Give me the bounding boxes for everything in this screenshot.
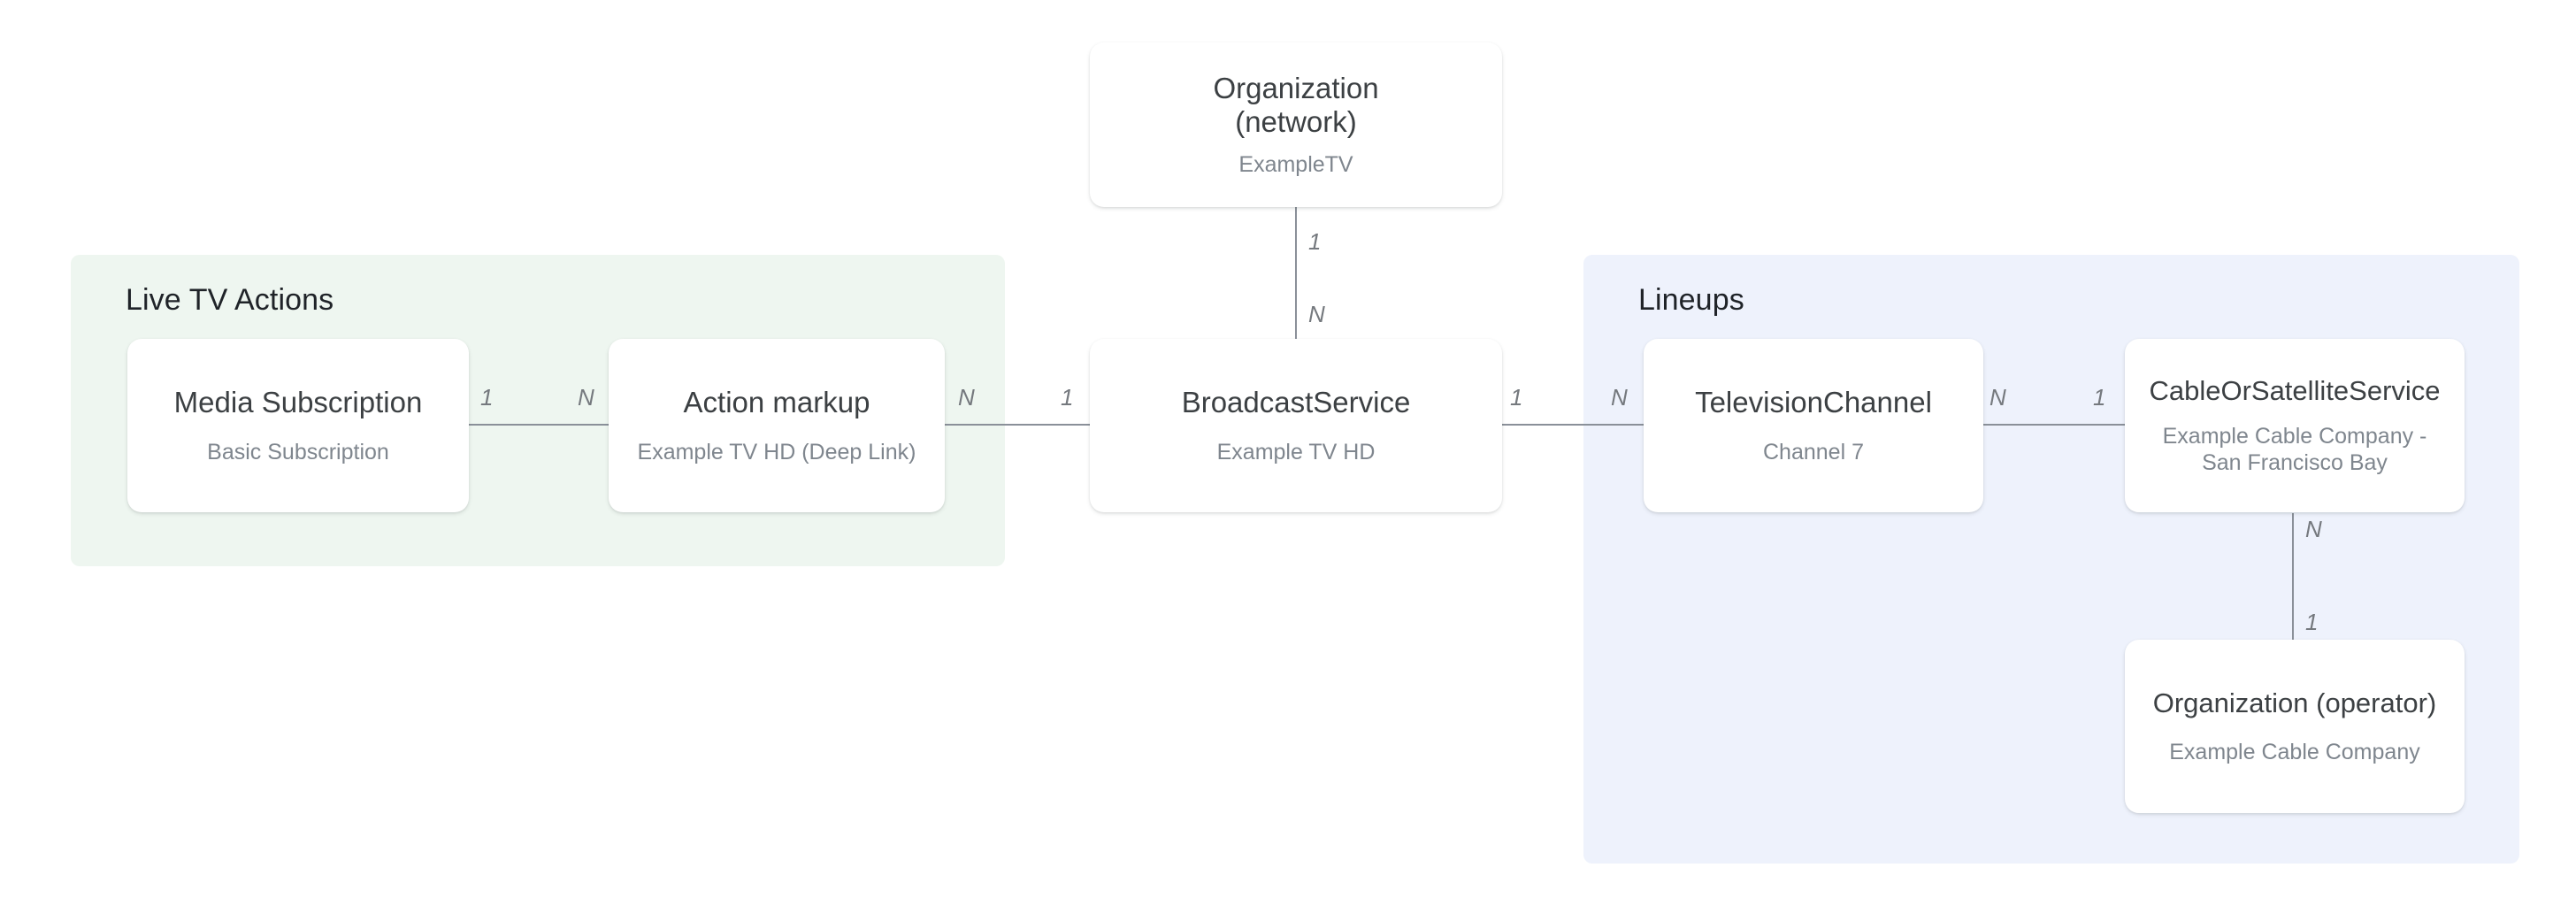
- node-card-television-channel[interactable]: TelevisionChannel Channel 7: [1644, 339, 1983, 512]
- node-title-cable-or-satellite-service: CableOrSatelliteService: [2149, 375, 2441, 407]
- node-title-organization-operator: Organization (operator): [2152, 687, 2437, 719]
- node-card-organization-network[interactable]: Organization (network) ExampleTV: [1090, 42, 1502, 207]
- node-card-action-markup[interactable]: Action markup Example TV HD (Deep Link): [609, 339, 945, 512]
- node-title-television-channel: TelevisionChannel: [1695, 385, 1932, 418]
- cardinality-broadcast-service-in-left: 1: [1061, 384, 1074, 411]
- edge-cable-or-satellite-service-organization-operator: [2292, 513, 2294, 641]
- cardinality-broadcast-service-out-right: 1: [1510, 384, 1523, 411]
- cardinality-television-channel-in: N: [1611, 384, 1628, 411]
- node-title-organization-network: Organization (network): [1213, 71, 1379, 138]
- edge-broadcast-service-television-channel: [1493, 424, 1649, 426]
- edge-media-subscription-action-markup: [465, 424, 609, 426]
- node-card-cable-or-satellite-service[interactable]: CableOrSatelliteService Example Cable Co…: [2125, 339, 2465, 512]
- cardinality-organization-operator-in: 1: [2305, 609, 2319, 635]
- edge-action-markup-broadcast-service: [941, 424, 1099, 426]
- cardinality-action-markup-in: N: [578, 384, 594, 411]
- cardinality-organization-network-out: 1: [1308, 228, 1322, 255]
- group-title-lineups: Lineups: [1638, 283, 1744, 317]
- edge-television-channel-cable-or-satellite-service: [1974, 424, 2127, 426]
- node-subtitle-cable-or-satellite-service: Example Cable Company - San Francisco Ba…: [2162, 423, 2427, 475]
- node-subtitle-media-subscription: Basic Subscription: [207, 440, 389, 465]
- cardinality-broadcast-service-in-top: N: [1308, 301, 1325, 327]
- node-subtitle-organization-network: ExampleTV: [1238, 152, 1353, 178]
- node-card-broadcast-service[interactable]: BroadcastService Example TV HD: [1090, 339, 1502, 512]
- node-subtitle-action-markup: Example TV HD (Deep Link): [637, 440, 916, 465]
- node-title-action-markup: Action markup: [683, 385, 870, 418]
- node-card-organization-operator[interactable]: Organization (operator) Example Cable Co…: [2125, 640, 2465, 813]
- cardinality-television-channel-out: N: [1990, 384, 2006, 411]
- cardinality-media-subscription-out: 1: [480, 384, 494, 411]
- node-card-media-subscription[interactable]: Media Subscription Basic Subscription: [127, 339, 469, 512]
- cardinality-cable-or-satellite-service-in: 1: [2093, 384, 2106, 411]
- node-subtitle-organization-operator: Example Cable Company: [2169, 739, 2420, 764]
- node-title-media-subscription: Media Subscription: [173, 385, 423, 418]
- node-subtitle-television-channel: Channel 7: [1763, 440, 1864, 465]
- node-subtitle-broadcast-service: Example TV HD: [1216, 440, 1376, 465]
- cardinality-action-markup-out: N: [958, 384, 975, 411]
- cardinality-cable-or-satellite-service-out: N: [2305, 516, 2322, 542]
- edge-organization-network-broadcast-service: [1295, 205, 1297, 340]
- node-title-broadcast-service: BroadcastService: [1181, 385, 1411, 418]
- group-title-live-tv-actions: Live TV Actions: [126, 283, 334, 317]
